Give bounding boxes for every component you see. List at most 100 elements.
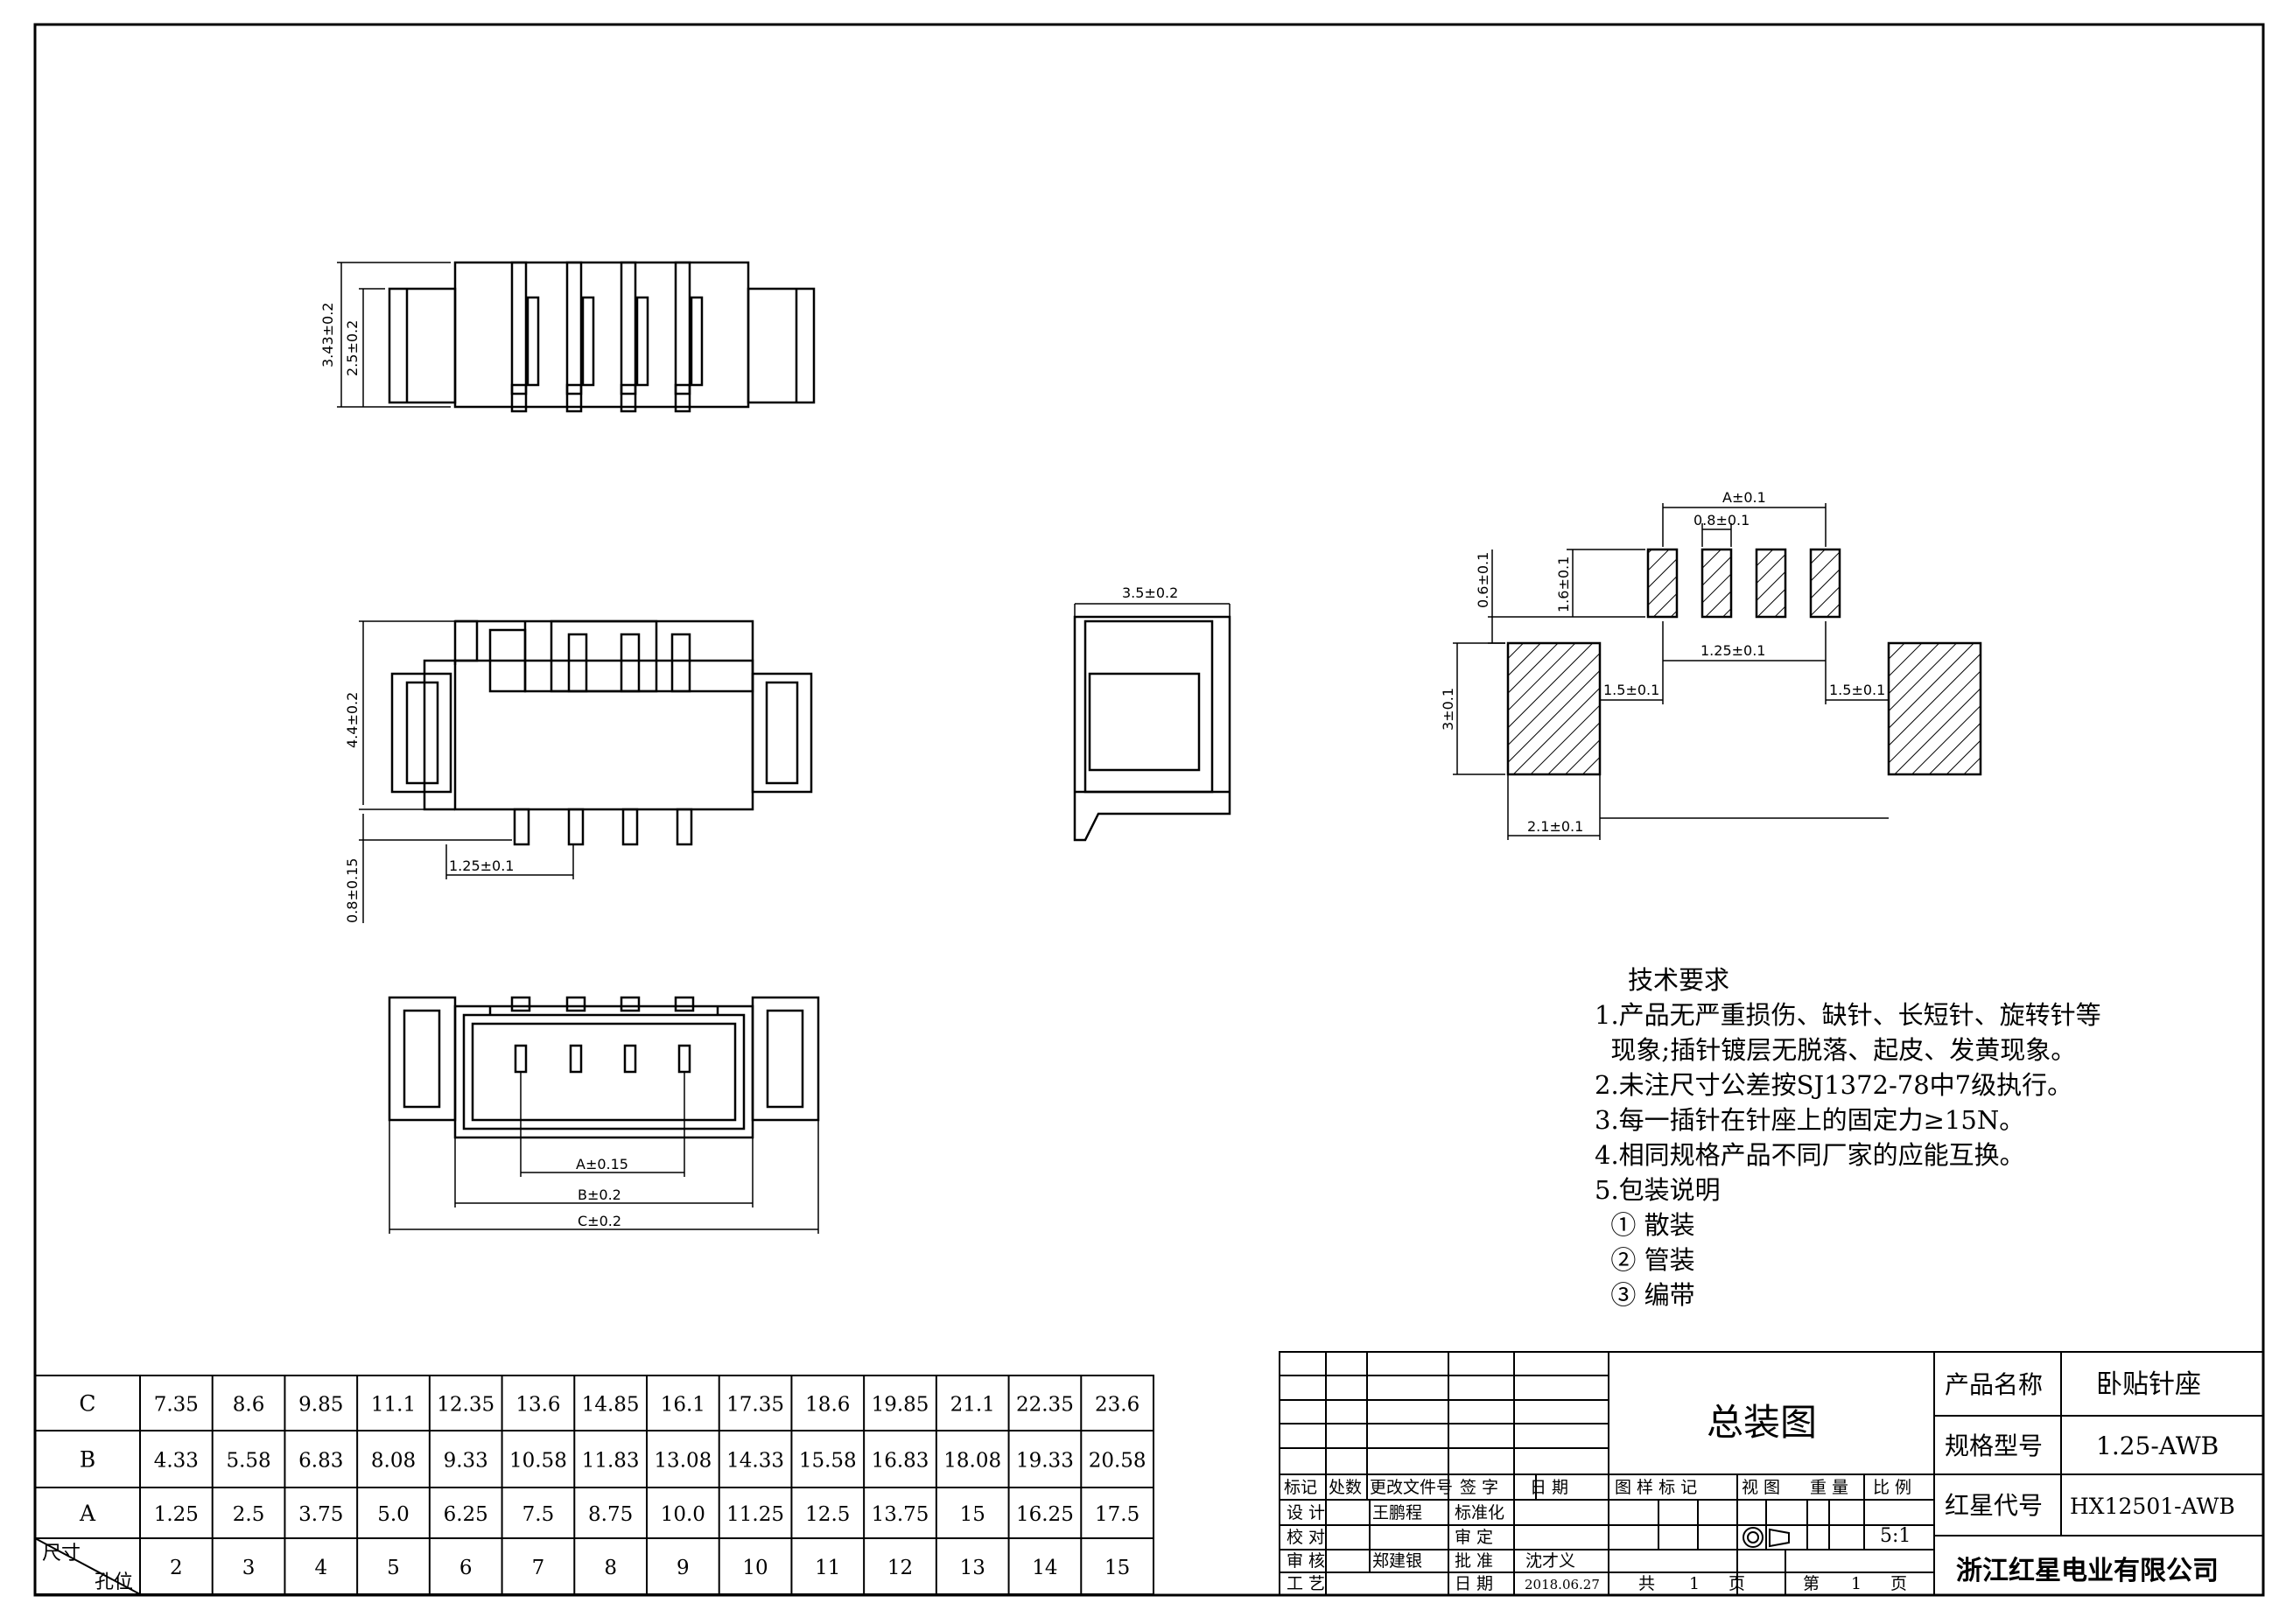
row-label-b: B — [80, 1447, 95, 1473]
sample-label: 图 样 标 记 — [1615, 1478, 1697, 1497]
designer-name: 王鹏程 — [1372, 1503, 1422, 1522]
dim-top-height-body: 2.5±0.2 — [344, 320, 361, 376]
dim-side-width: 3.5±0.2 — [1122, 584, 1178, 601]
header-mark: 标记 — [1284, 1478, 1317, 1497]
row-label-c: C — [79, 1391, 95, 1417]
table-cell: 5.58 — [226, 1450, 270, 1473]
dim-pcb-pad-height: 1.6±0.1 — [1555, 556, 1572, 612]
position-cell: 12 — [887, 1557, 913, 1579]
process-label: 工 艺 — [1287, 1574, 1325, 1593]
table-cell: 10.0 — [661, 1503, 705, 1526]
table-cell: 5.0 — [377, 1503, 410, 1526]
dim-top-height-total: 3.43±0.2 — [319, 303, 336, 368]
position-cell: 4 — [314, 1557, 327, 1579]
table-cell: 8.6 — [233, 1394, 265, 1417]
total-label: 共 — [1638, 1574, 1655, 1593]
total-pages: 1 — [1689, 1574, 1700, 1593]
drawing-title: 总装图 — [1707, 1401, 1817, 1444]
projection-symbol-icon — [1743, 1527, 1790, 1548]
design-label: 设 计 — [1287, 1503, 1325, 1522]
code-value: HX12501-AWB — [2070, 1494, 2235, 1519]
dim-front-height: 4.4±0.2 — [344, 692, 361, 748]
page-no: 1 — [1851, 1574, 1862, 1593]
table-cell: 8.75 — [588, 1503, 633, 1526]
corner-label-size: 尺寸 — [42, 1543, 81, 1564]
pcb-dims — [1453, 503, 1889, 840]
table-cell: 16.25 — [1016, 1503, 1074, 1526]
position-cell: 10 — [742, 1557, 768, 1579]
dim-bottom-c: C±0.2 — [578, 1213, 621, 1229]
scale-label: 比 例 — [1873, 1478, 1911, 1497]
table-cell: 7.5 — [522, 1503, 555, 1526]
page-label: 第 — [1803, 1574, 1820, 1593]
side-view — [1073, 615, 1231, 842]
dim-pcb-pitch: 1.25±0.1 — [1700, 642, 1765, 659]
table-cell: 11.25 — [726, 1503, 784, 1526]
position-cell: 13 — [960, 1557, 985, 1579]
table-cell: 14.33 — [726, 1450, 784, 1473]
table-cell: 17.35 — [726, 1394, 784, 1417]
spec-value: 1.25-AWB — [2096, 1432, 2219, 1460]
dimension-labels: 3.43±0.2 2.5±0.2 4.4±0.2 1.25±0.1 0.8±0.… — [319, 303, 1885, 1229]
audit-label: 审 核 — [1287, 1551, 1325, 1571]
pcb-footprint — [1506, 548, 1982, 776]
scale-value: 5:1 — [1880, 1525, 1911, 1547]
dim-bottom-a: A±0.15 — [576, 1156, 628, 1172]
dim-pcb-gap: 0.6±0.1 — [1475, 552, 1491, 608]
table-cell: 13.08 — [654, 1450, 712, 1473]
table-cell: 15 — [960, 1503, 985, 1526]
table-cell: 22.35 — [1016, 1394, 1074, 1417]
bottom-view-dims — [389, 1072, 819, 1234]
front-view — [390, 620, 813, 846]
table-cell: 14.85 — [582, 1394, 640, 1417]
dim-pcb-right-gap: 1.5±0.1 — [1829, 682, 1885, 698]
notes-line-5: 4.相同规格产品不同厂家的应能互换。 — [1595, 1140, 2025, 1170]
table-cell: 7.35 — [154, 1394, 199, 1417]
notes-line-8: ② 管装 — [1595, 1245, 1695, 1275]
header-sign: 签 字 — [1460, 1478, 1498, 1497]
table-cell: 3.75 — [298, 1503, 343, 1526]
approve-label: 批 准 — [1455, 1551, 1493, 1571]
notes-line-9: ③ 编带 — [1595, 1280, 1695, 1310]
side-view-dims — [1074, 603, 1231, 617]
notes-title: 技术要求 — [1628, 965, 1729, 995]
table-cell: 9.33 — [444, 1450, 488, 1473]
table-cell: 21.1 — [950, 1394, 995, 1417]
bottom-view — [388, 996, 820, 1139]
table-cell: 13.75 — [872, 1503, 929, 1526]
table-cell: 8.08 — [371, 1450, 416, 1473]
table-cell: 6.83 — [298, 1450, 343, 1473]
dim-pcb-big-width: 2.1±0.1 — [1527, 818, 1583, 835]
position-cell: 3 — [242, 1557, 256, 1579]
corner-label-position: 孔位 — [95, 1572, 133, 1593]
position-cell: 14 — [1032, 1557, 1057, 1579]
approver-name: 沈才义 — [1525, 1551, 1575, 1571]
table-cell: 2.5 — [233, 1503, 265, 1526]
dim-pcb-pad-width: 0.8±0.1 — [1693, 512, 1750, 528]
standard-label: 标准化 — [1455, 1503, 1504, 1522]
table-cell: 4.33 — [154, 1450, 199, 1473]
header-change-doc: 更改文件号 — [1370, 1478, 1453, 1497]
table-cell: 1.25 — [154, 1503, 199, 1526]
dim-pcb-a: A±0.1 — [1722, 489, 1766, 506]
table-cell: 12.5 — [805, 1503, 850, 1526]
table-cell: 6.25 — [444, 1503, 488, 1526]
position-cell: 7 — [532, 1557, 545, 1579]
header-count: 处数 — [1329, 1478, 1362, 1497]
top-view-dims — [337, 262, 451, 408]
spec-label: 规格型号 — [1945, 1432, 2043, 1460]
drawing-date: 2018.06.27 — [1525, 1577, 1600, 1592]
position-cell: 6 — [459, 1557, 473, 1579]
row-label-a: A — [79, 1501, 96, 1526]
product-name-label: 产品名称 — [1945, 1370, 2043, 1399]
check-label: 校 对 — [1287, 1528, 1325, 1547]
dim-pcb-big-height: 3±0.1 — [1440, 688, 1456, 731]
dim-front-pitch: 1.25±0.1 — [449, 858, 514, 874]
position-cell: 15 — [1104, 1557, 1130, 1579]
notes-line-4: 3.每一插针在针座上的固定力≥15N。 — [1595, 1105, 2024, 1135]
dim-bottom-b: B±0.2 — [578, 1186, 621, 1203]
page-unit: 页 — [1890, 1574, 1907, 1593]
front-view-dims — [359, 620, 574, 923]
